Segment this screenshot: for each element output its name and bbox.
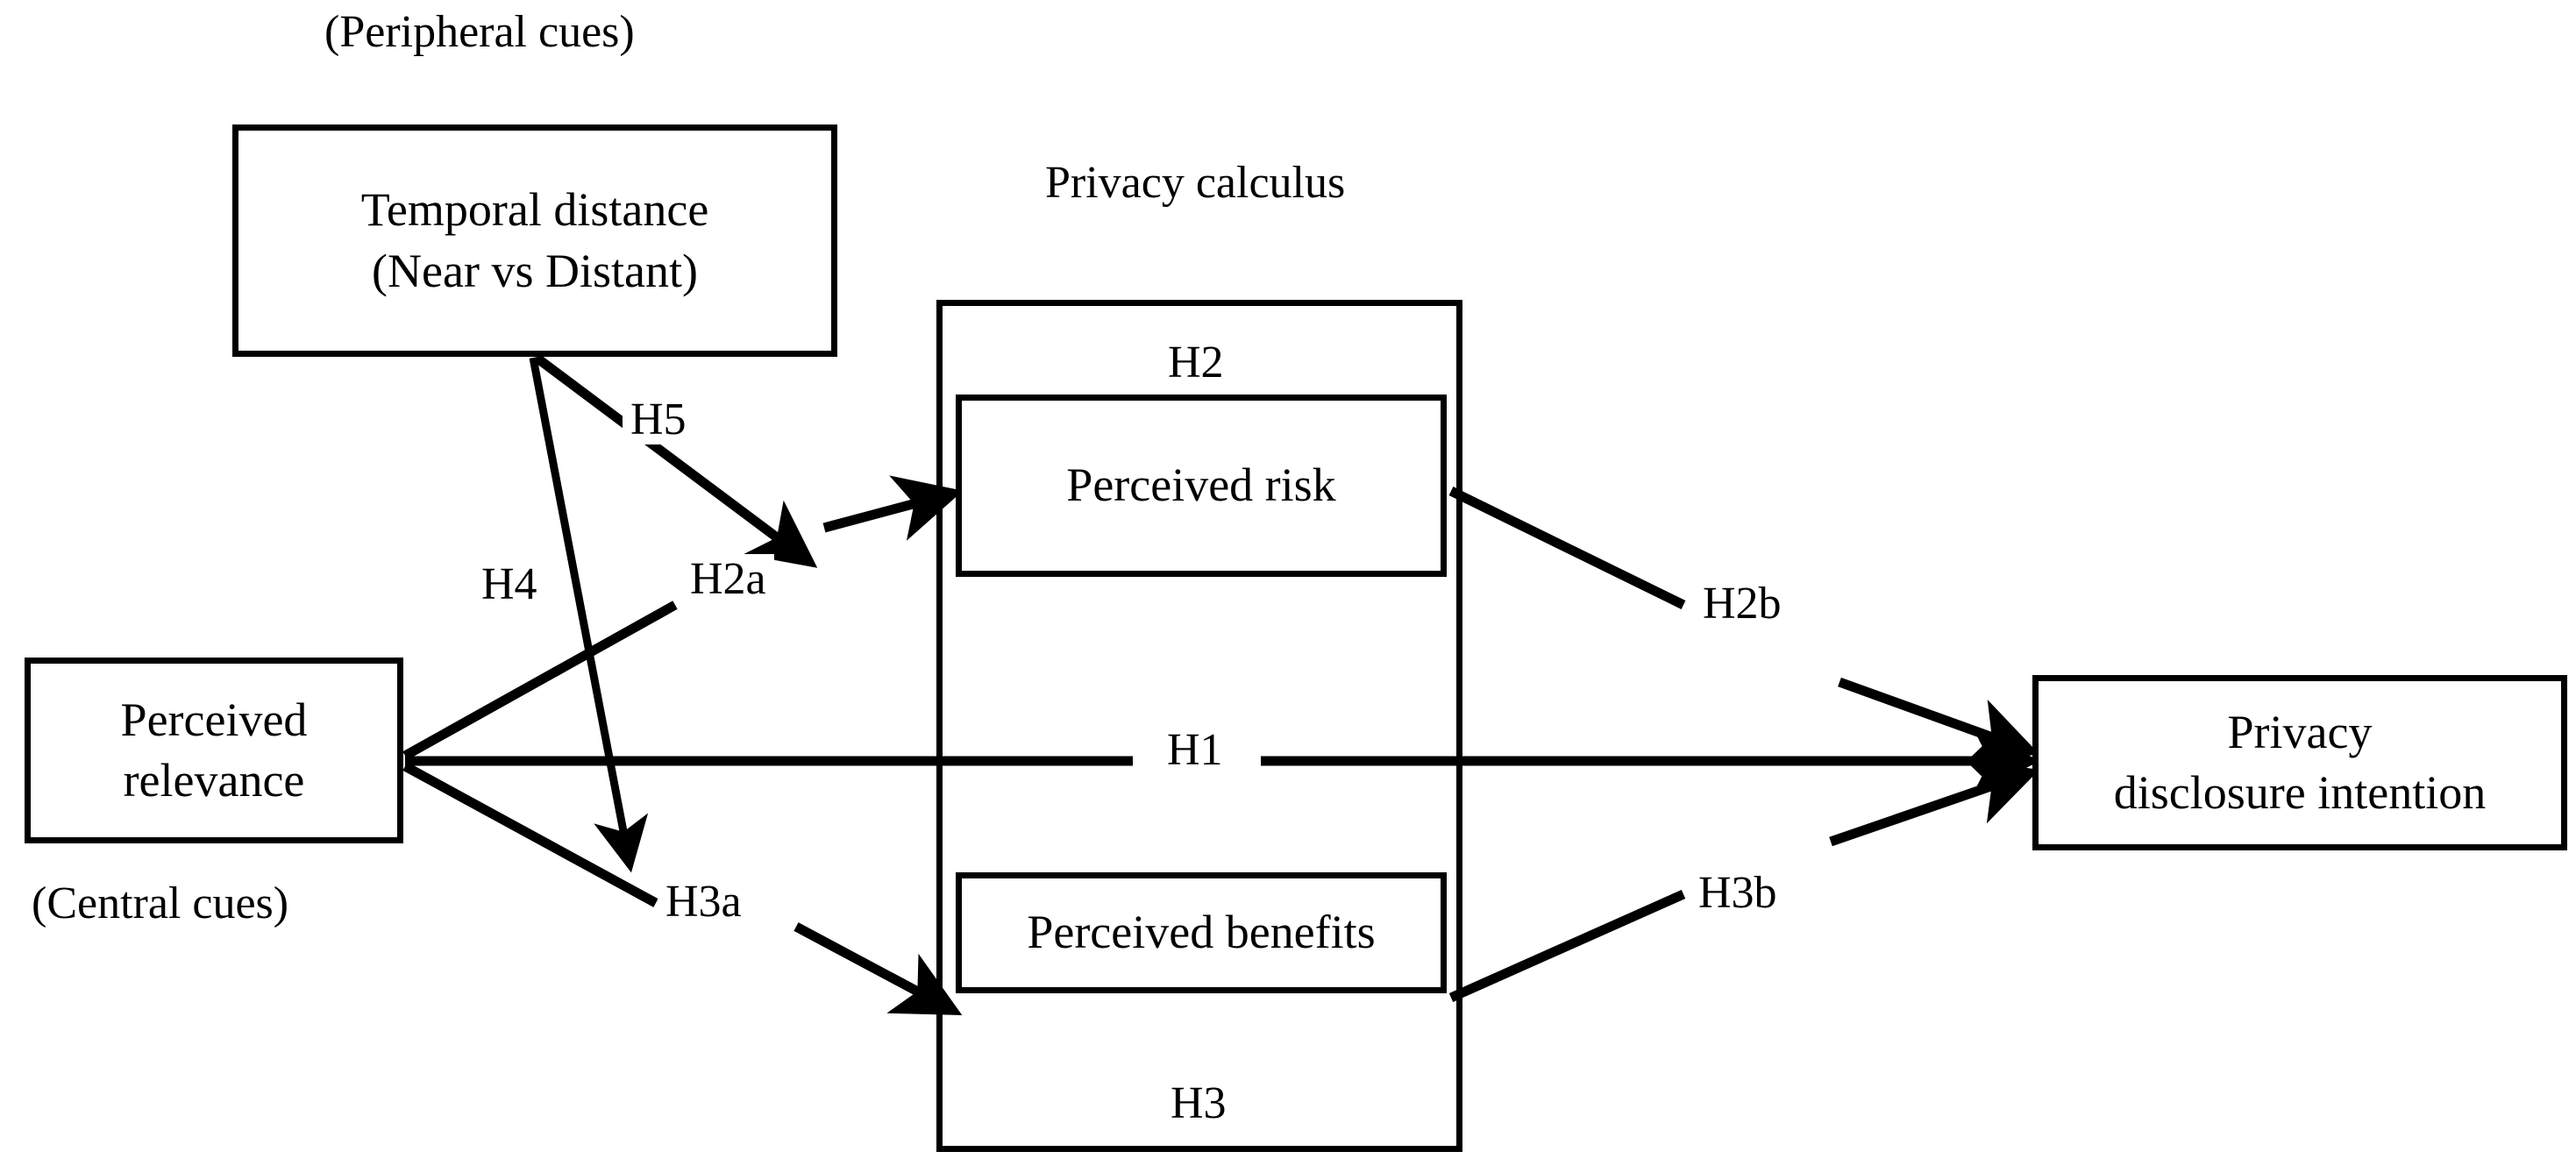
node-privacy-disclosure-intention[interactable]: Privacy disclosure intention	[2032, 675, 2567, 850]
path-label-h3b: H3b	[1690, 868, 1785, 919]
node-perceived-benefits[interactable]: Perceived benefits	[956, 872, 1447, 993]
annotation-peripheral-cues: (Peripheral cues)	[324, 7, 635, 57]
node-privacy-disclosure-intention-label: Privacy disclosure intention	[2113, 705, 2487, 819]
path-label-h3a: H3a	[658, 877, 750, 928]
node-perceived-benefits-label: Perceived benefits	[1027, 906, 1376, 959]
path-h2b	[1448, 487, 2040, 764]
path-h3a	[402, 762, 963, 1016]
path-h3b	[1448, 759, 2040, 1003]
annotation-central-cues: (Central cues)	[32, 878, 289, 928]
path-label-h3: H3	[1163, 1078, 1235, 1129]
path-label-h4: H4	[473, 559, 545, 610]
path-h2a	[402, 475, 964, 760]
node-perceived-relevance[interactable]: Perceived relevance	[25, 658, 403, 843]
node-perceived-risk-label: Perceived risk	[1066, 459, 1336, 512]
path-label-h2a: H2a	[682, 554, 774, 605]
annotation-privacy-calculus-title: Privacy calculus	[1045, 158, 1346, 208]
node-temporal-distance[interactable]: Temporal distance (Near vs Distant)	[232, 124, 837, 357]
path-label-h1: H1	[1159, 725, 1231, 776]
path-h5	[533, 353, 818, 568]
privacy-calculus-group-box	[936, 300, 1462, 1152]
path-label-h5: H5	[623, 395, 694, 445]
path-h4	[529, 357, 649, 873]
path-label-h2b: H2b	[1695, 579, 1790, 629]
node-perceived-risk[interactable]: Perceived risk	[956, 395, 1447, 577]
node-perceived-relevance-label: Perceived relevance	[120, 693, 308, 807]
path-label-h2: H2	[1160, 338, 1232, 388]
node-temporal-distance-label: Temporal distance (Near vs Distant)	[360, 183, 709, 297]
